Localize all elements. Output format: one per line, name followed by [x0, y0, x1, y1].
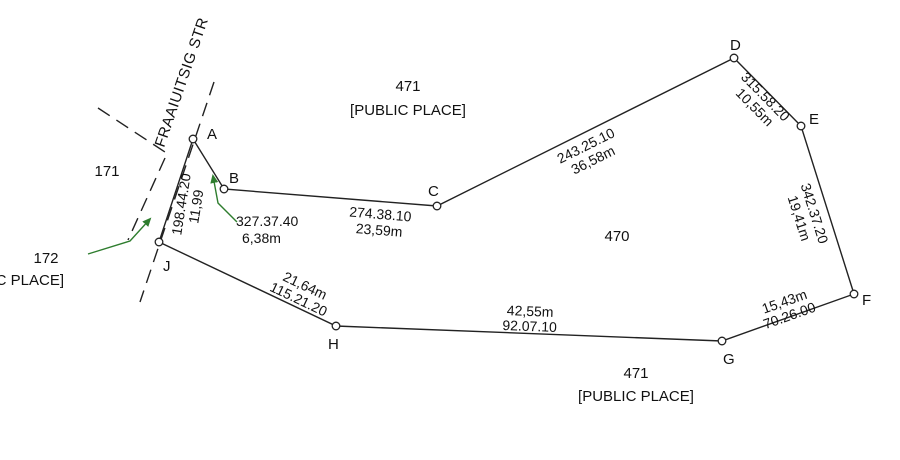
leader-arrows — [87, 174, 238, 255]
beacon-label-h: H — [328, 336, 339, 353]
beacon-label-e: E — [809, 111, 819, 128]
distance-gh: 42,55m — [507, 302, 554, 320]
beacon-label-b: B — [229, 170, 239, 187]
street-boundary-line — [127, 157, 166, 241]
parcel-172-number: 172 — [33, 250, 58, 267]
parcel-171-number: 171 — [94, 163, 119, 180]
beacon-label-f: F — [862, 292, 871, 309]
beacon-label-j: J — [163, 258, 171, 275]
street-boundary-line — [139, 81, 215, 303]
street-name: FRAAIUITSIG STR — [152, 15, 212, 149]
leader-arrow — [87, 217, 152, 255]
beacon-marker-g — [717, 336, 727, 346]
bearing-bc: 274.38.10 — [349, 204, 413, 225]
beacon-marker-b — [219, 184, 229, 194]
distance-ab: 6,38m — [242, 230, 281, 246]
parcel-471-north-number: 471 — [395, 78, 420, 95]
erf-470-boundary — [158, 57, 855, 342]
parcel-471-south-number: 471 — [623, 365, 648, 382]
parcel-471-north-name: [PUBLIC PLACE] — [350, 102, 466, 119]
parcel-172-name: PUBLIC PLACE] — [0, 272, 64, 289]
bearing-ab: 327.37.40 — [236, 213, 298, 229]
beacon-marker-c — [432, 201, 442, 211]
beacon-marker-d — [729, 53, 739, 63]
beacon-label-d: D — [730, 37, 741, 54]
beacon-label-a: A — [207, 126, 217, 143]
leader-arrow — [210, 174, 238, 223]
beacon-label-g: G — [723, 351, 735, 368]
beacon-marker-e — [796, 121, 806, 131]
distance-ja: 11,99 — [185, 188, 206, 224]
street-boundary-line — [97, 107, 166, 153]
beacon-markers — [154, 53, 859, 346]
beacon-label-c: C — [428, 183, 439, 200]
street-boundaries — [97, 81, 215, 303]
beacon-marker-j — [154, 237, 164, 247]
beacon-marker-h — [331, 321, 341, 331]
beacon-marker-f — [849, 289, 859, 299]
bearing-gh: 92.07.10 — [502, 317, 557, 335]
parcel-471-south-name: [PUBLIC PLACE] — [578, 388, 694, 405]
beacon-marker-a — [188, 134, 198, 144]
distance-bc: 23,59m — [355, 220, 403, 240]
parcel-470-number: 470 — [604, 228, 629, 245]
